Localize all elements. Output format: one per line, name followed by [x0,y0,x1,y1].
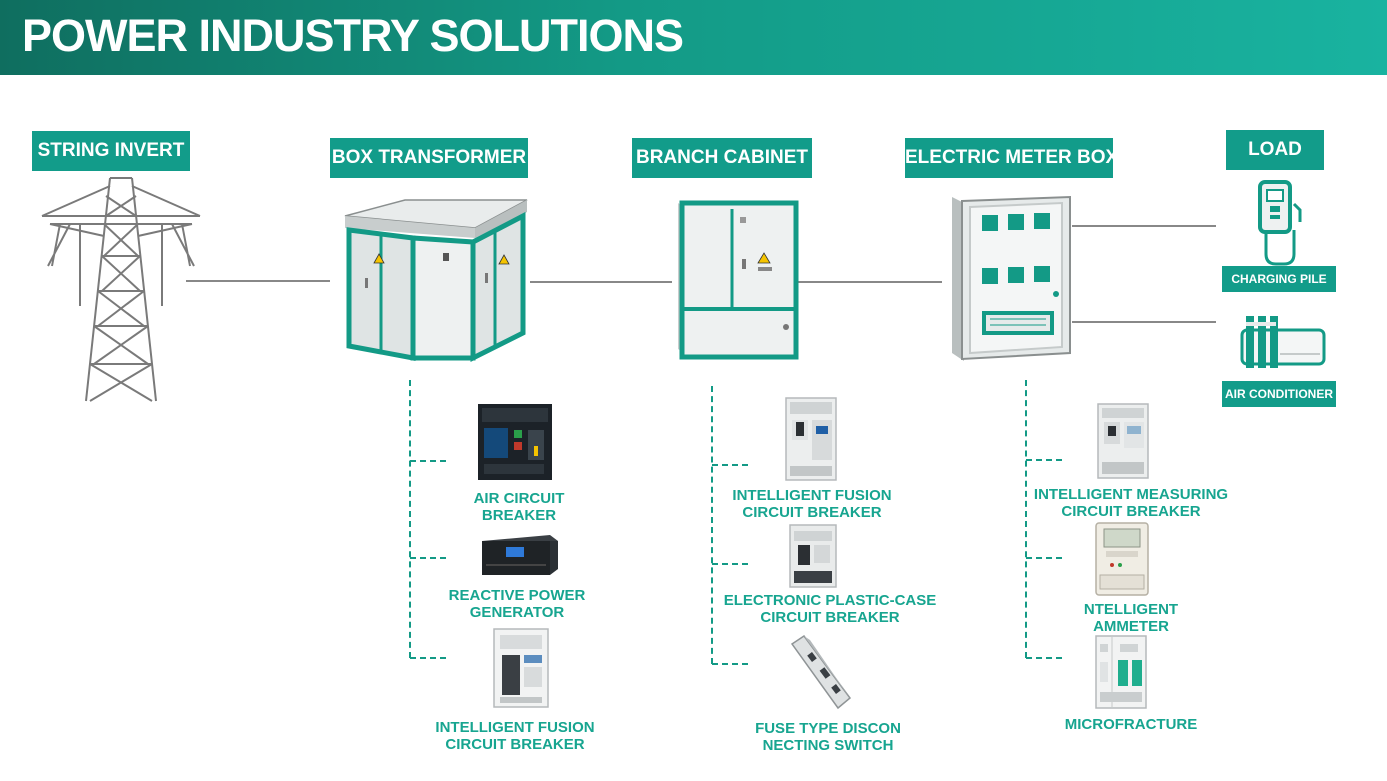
box-transformer-icon [344,199,528,363]
transmission-tower-icon [41,177,201,402]
intelligent-measuring-circuit-breaker-icon [1097,403,1149,479]
tag-charging-pile: CHARGING PILE [1222,266,1336,292]
air-circuit-breaker-icon [478,404,552,480]
branch-dashed-tick [410,657,446,659]
branch-dashed-line [711,386,713,664]
product-label: REACTIVE POWER GENERATOR [448,587,586,621]
branch-dashed-tick [1026,657,1062,659]
branch-dashed-tick [410,557,446,559]
branch-dashed-tick [1026,459,1062,461]
tag-branch-cabinet: BRANCH CABINET [632,138,812,178]
reactive-power-generator-icon [482,535,558,575]
electric-meter-box-icon [952,195,1071,361]
tag-load: LOAD [1226,130,1324,170]
product-label: ELECTRONIC PLASTIC-CASE CIRCUIT BREAKER [723,592,937,626]
branch-cabinet-icon [678,200,799,360]
page-title: POWER INDUSTRY SOLUTIONS [22,10,684,61]
intelligent-fusion-circuit-breaker-icon [493,628,549,708]
connector-line [796,281,942,283]
header-banner: POWER INDUSTRY SOLUTIONS [0,0,1387,75]
intelligent-ammeter-icon [1095,522,1149,596]
air-conditioner-icon [1240,316,1326,368]
branch-dashed-tick [1026,557,1062,559]
product-label: INTELLIGENT FUSION CIRCUIT BREAKER [732,487,892,521]
connector-line [1072,321,1216,323]
tag-electric-meter-box: ELECTRIC METER BOX [905,138,1118,178]
tag-string-invert: STRING INVERT [32,131,190,171]
connector-line [186,280,330,282]
connector-line [530,281,672,283]
branch-dashed-tick [410,460,446,462]
product-label: NTELLIGENT AMMETER [1083,601,1179,635]
tag-box-transformer: BOX TRANSFORMER [330,138,528,178]
fuse-disconnecting-switch-icon [790,634,852,710]
product-label: AIR CIRCUIT BREAKER [473,490,565,524]
intelligent-fusion-circuit-breaker-icon [785,397,837,481]
branch-dashed-tick [712,464,748,466]
tag-air-conditioner: AIR CONDITIONER [1222,381,1336,407]
branch-dashed-line [1025,380,1027,658]
microfracture-breaker-icon [1095,635,1147,709]
branch-dashed-line [409,380,411,658]
branch-dashed-tick [712,663,748,665]
branch-dashed-tick [712,563,748,565]
electronic-plastic-case-circuit-breaker-icon [789,524,837,588]
product-label: INTELLIGENT MEASURING CIRCUIT BREAKER [1033,486,1229,520]
charging-pile-icon [1258,180,1302,266]
connector-line [1072,225,1216,227]
product-label: FUSE TYPE DISCON NECTING SWITCH [755,720,901,754]
product-label: MICROFRACTURE [1064,716,1198,733]
product-label: INTELLIGENT FUSION CIRCUIT BREAKER [435,719,595,753]
